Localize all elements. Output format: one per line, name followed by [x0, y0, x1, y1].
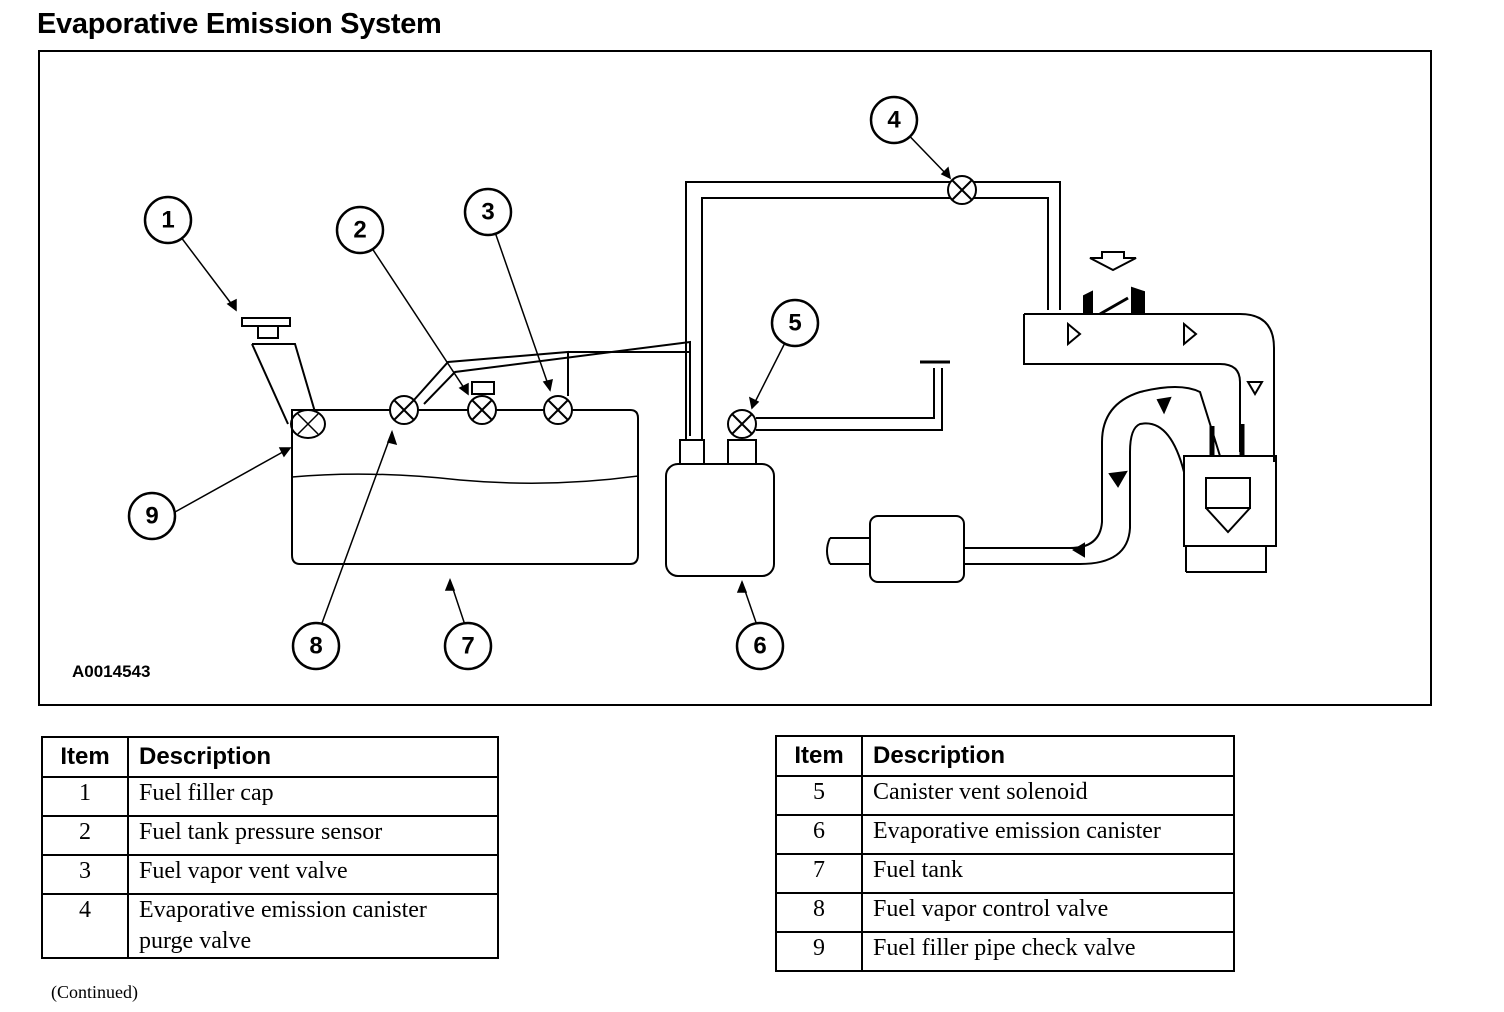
- filler-pipe-check-valve-symbol: [290, 409, 326, 439]
- fuel-tank: [291, 409, 639, 565]
- canister-vent-solenoid-symbol: [727, 409, 757, 439]
- purge-line-inner: [701, 197, 1049, 440]
- table-row: 2 Fuel tank pressure sensor: [41, 815, 499, 856]
- filler-neck: [251, 343, 326, 439]
- figure-id: A0014543: [72, 662, 151, 681]
- callout-3: 3: [463, 187, 513, 237]
- table-header-row: Item Description: [41, 736, 499, 778]
- continued-note: (Continued): [51, 982, 138, 1002]
- header-description: Description: [861, 735, 1235, 777]
- callout-6-label: 6: [753, 633, 766, 660]
- header-item: Item: [41, 736, 129, 778]
- page-title: Evaporative Emission System: [37, 8, 442, 40]
- callout-9: 9: [127, 491, 177, 541]
- legend-table-right: Item Description 5 Canister vent solenoi…: [775, 735, 1235, 972]
- callout-2: 2: [335, 205, 385, 255]
- vapor-line: [413, 340, 691, 436]
- table-row: 6 Evaporative emission canister: [775, 814, 1235, 855]
- intake-manifold: [1023, 251, 1275, 462]
- table-row: 5 Canister vent solenoid: [775, 775, 1235, 816]
- callout-7: 7: [443, 621, 493, 671]
- table-row: 8 Fuel vapor control valve: [775, 892, 1235, 933]
- callout-4: 4: [869, 95, 919, 145]
- callout-6: 6: [735, 621, 785, 671]
- fuel-vapor-vent-valve-symbol: [543, 395, 573, 425]
- item-description-line-2: purge valve: [139, 928, 252, 954]
- item-number: 6: [775, 814, 863, 855]
- item-number: 3: [41, 854, 129, 895]
- item-number: 9: [775, 931, 863, 972]
- item-number: 4: [41, 893, 129, 959]
- table-row: 3 Fuel vapor vent valve: [41, 854, 499, 895]
- callout-3-label: 3: [481, 199, 494, 226]
- callout-1: 1: [143, 195, 193, 245]
- callout-5: 5: [770, 298, 820, 348]
- system-diagram: 1 2 3 4 5 6 7 8: [38, 50, 1432, 706]
- exhaust-system: [826, 386, 1221, 583]
- table-row: 1 Fuel filler cap: [41, 776, 499, 817]
- item-description: Fuel tank pressure sensor: [127, 815, 499, 856]
- item-description: Evaporative emission canister: [861, 814, 1235, 855]
- purge-valve-symbol: [947, 175, 977, 205]
- item-description: Fuel vapor control valve: [861, 892, 1235, 933]
- item-description: Evaporative emission canister purge valv…: [127, 893, 499, 959]
- callout-5-label: 5: [788, 310, 801, 337]
- purge-line-outer: [685, 181, 1061, 440]
- callout-7-label: 7: [461, 633, 474, 660]
- callout-9-label: 9: [145, 503, 158, 530]
- callout-8-label: 8: [309, 633, 322, 660]
- item-description: Canister vent solenoid: [861, 775, 1235, 816]
- item-description: Fuel tank: [861, 853, 1235, 894]
- fuel-filler-cap: [241, 317, 291, 339]
- item-number: 5: [775, 775, 863, 816]
- item-number: 8: [775, 892, 863, 933]
- callout-4-label: 4: [887, 107, 901, 134]
- legend-table-left: Item Description 1 Fuel filler cap 2 Fue…: [41, 736, 499, 959]
- callout-1-label: 1: [161, 207, 174, 234]
- callout-2-label: 2: [353, 217, 366, 244]
- header-item: Item: [775, 735, 863, 777]
- engine: [1183, 424, 1277, 573]
- item-number: 2: [41, 815, 129, 856]
- item-description-line-1: Evaporative emission canister: [139, 897, 427, 923]
- item-number: 1: [41, 776, 129, 817]
- item-description: Fuel vapor vent valve: [127, 854, 499, 895]
- pressure-sensor-symbol: [467, 381, 497, 425]
- table-row: 4 Evaporative emission canister purge va…: [41, 893, 499, 959]
- item-description: Fuel filler cap: [127, 776, 499, 817]
- table-row: 7 Fuel tank: [775, 853, 1235, 894]
- item-description: Fuel filler pipe check valve: [861, 931, 1235, 972]
- item-number: 7: [775, 853, 863, 894]
- evaporative-emission-canister: [665, 439, 775, 577]
- diagram-drawing: 1 2 3 4 5 6 7 8: [127, 95, 1277, 671]
- callout-8: 8: [291, 621, 341, 671]
- table-row: 9 Fuel filler pipe check valve: [775, 931, 1235, 972]
- header-description: Description: [127, 736, 499, 778]
- fuel-vapor-control-valve-symbol: [389, 395, 419, 425]
- table-header-row: Item Description: [775, 735, 1235, 777]
